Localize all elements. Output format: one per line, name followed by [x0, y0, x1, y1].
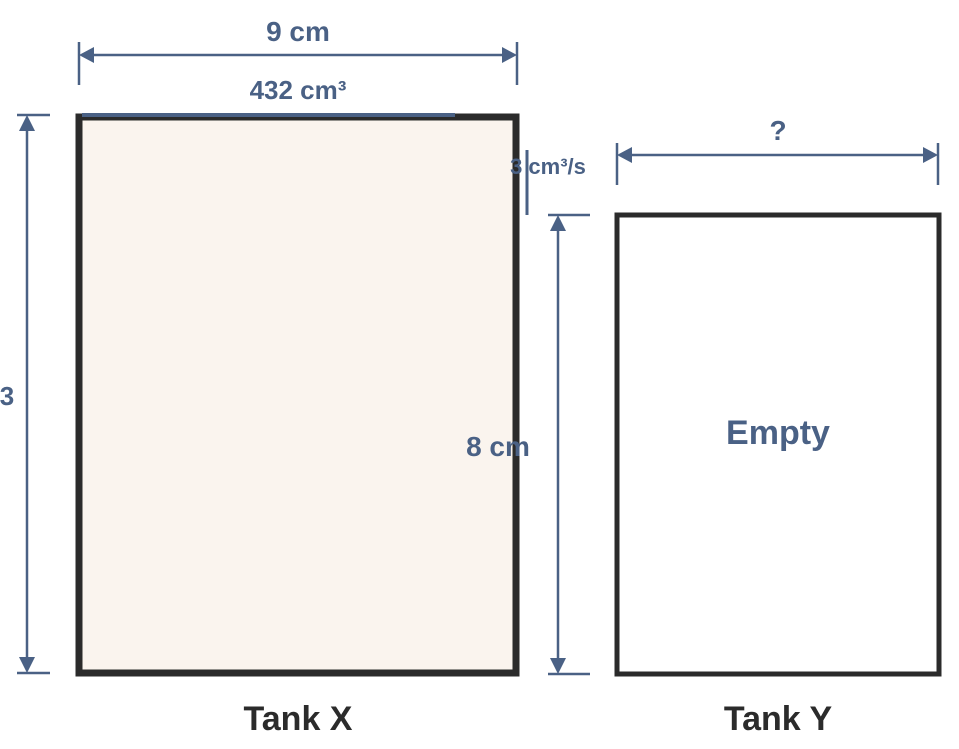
flow-rate-label: 3 cm³/s [510, 154, 586, 179]
tank-y-width-label: ? [769, 115, 786, 146]
tank-x-volume-label: 432 cm³ [250, 75, 347, 105]
tank-x-width-dimension [77, 42, 519, 85]
tank-y-status-label: Empty [726, 414, 830, 452]
tank-y-width-dimension [615, 143, 940, 185]
tank-x-body [75, 113, 520, 677]
tank-x-width-label: 9 cm [266, 16, 330, 47]
tank-y-body [614, 212, 942, 677]
tank-x-height-label: 3 [0, 381, 14, 411]
tank-y-height-label: 8 cm [466, 431, 530, 462]
tank-x-height-dimension [17, 113, 50, 675]
tank-y-height-dimension [548, 213, 590, 676]
tank-y-label: Tank Y [724, 700, 833, 738]
tank-x-label: Tank X [244, 700, 353, 738]
